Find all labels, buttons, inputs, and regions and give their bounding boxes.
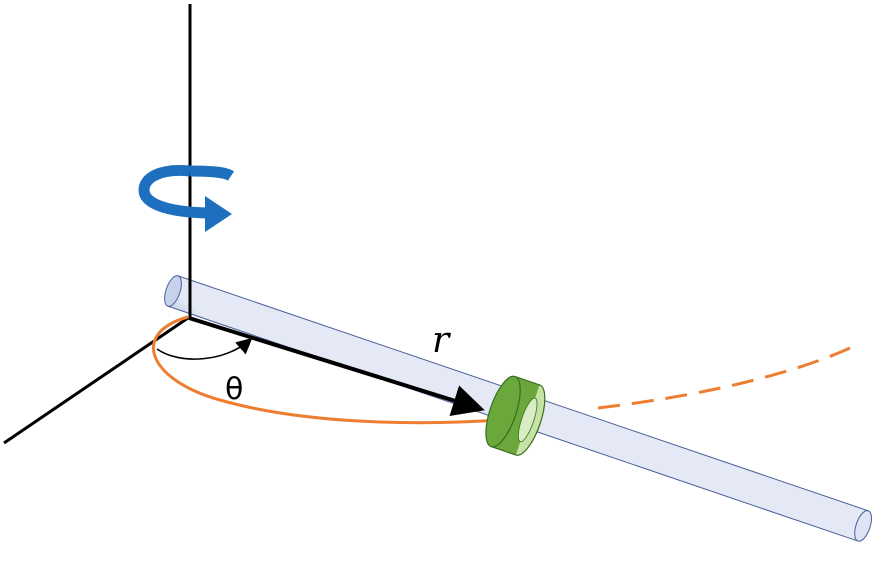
angle-arc-arrow-icon (156, 337, 253, 360)
bead-trajectory-dashed (597, 346, 851, 410)
curved-rotation-arrow-icon (138, 164, 235, 232)
radius-arrow-icon (188, 316, 485, 416)
horizontal-axis-line (3, 316, 189, 445)
radius-label: r (432, 320, 451, 361)
rod-far-end (854, 510, 873, 542)
bead-trajectory-path (152, 315, 501, 425)
sliding-collar (485, 375, 546, 456)
angle-label: θ (225, 372, 243, 407)
rod-near-end (164, 275, 182, 307)
